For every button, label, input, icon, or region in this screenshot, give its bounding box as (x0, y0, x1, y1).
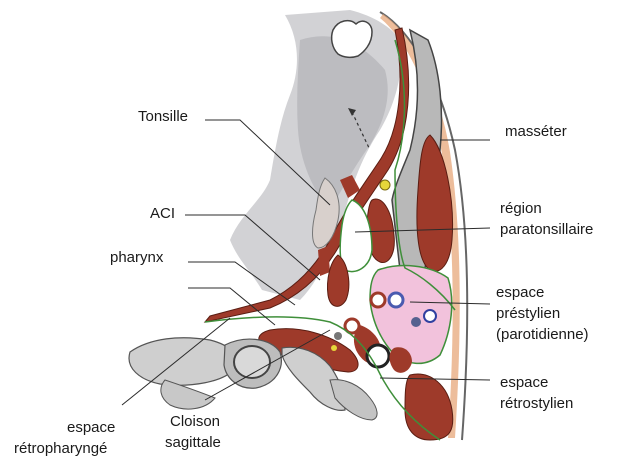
internal-carotid-artery (343, 317, 361, 335)
paratonsillar-region (339, 199, 373, 273)
arrow-head-icon (348, 108, 356, 116)
leader-cloison (204, 329, 331, 401)
label-prestylien-3: (parotidienne) (496, 326, 589, 343)
tonsil-muscle-lower (318, 246, 330, 276)
sternocleidomastoid-muscle (404, 373, 454, 441)
tonsil-tissue (312, 177, 340, 249)
leader-retrostylien (379, 377, 491, 381)
label-pharynx: pharynx (110, 249, 164, 266)
label-retrostylien-1: espace (500, 374, 548, 391)
leader-prestylien (409, 301, 491, 305)
posterior-vessel-b (423, 309, 437, 323)
leader-retropharynge (121, 317, 231, 406)
pharyngeal-constrictor (203, 27, 410, 323)
tongue-shadow (297, 36, 388, 210)
vagus-nerve (334, 332, 342, 340)
label-region-2: paratonsillaire (500, 221, 593, 238)
leader-aci (185, 214, 321, 281)
tooth-icon (330, 19, 373, 59)
label-cloison-1: Cloison (170, 413, 220, 430)
label-region-1: région (500, 200, 542, 217)
styloid-muscle (327, 254, 350, 307)
label-tonsille: Tonsille (138, 108, 188, 125)
leader-tonsille (205, 119, 331, 206)
leader-paratonsillaire (354, 227, 491, 233)
label-aci: ACI (150, 205, 175, 222)
dashed-arrow (351, 111, 371, 151)
vertebra-canal-ring (233, 345, 271, 379)
fascia-line-posterior (204, 316, 441, 441)
fascia-line-lateral (394, 39, 456, 311)
sympathetic-chain (331, 345, 337, 351)
leader-extra-1 (188, 287, 276, 326)
leader-pharynx (188, 261, 296, 306)
label-cloison-2: sagittale (165, 434, 221, 451)
vertebra-process-right (329, 379, 378, 421)
external-carotid-vessel (369, 291, 387, 309)
digastric-muscle (389, 347, 412, 373)
posterior-vessel-a (411, 317, 421, 327)
label-prestylien-1: espace (496, 284, 544, 301)
vertebra-spinous (160, 379, 216, 410)
label-espace-retropharynge-1: espace (67, 419, 115, 436)
label-espace-retropharynge-2: rétropharyngé (14, 440, 107, 457)
fat-node (379, 179, 391, 191)
vertebra-lamina-right (281, 346, 346, 411)
retromandibular-vein (387, 291, 405, 309)
label-prestylien-2: préstylien (496, 305, 560, 322)
label-retrostylien-2: rétrostylien (500, 395, 573, 412)
tonsil-muscle-upper (340, 175, 360, 198)
label-masseter: masséter (505, 123, 567, 140)
vertebra-body-left (128, 337, 237, 386)
